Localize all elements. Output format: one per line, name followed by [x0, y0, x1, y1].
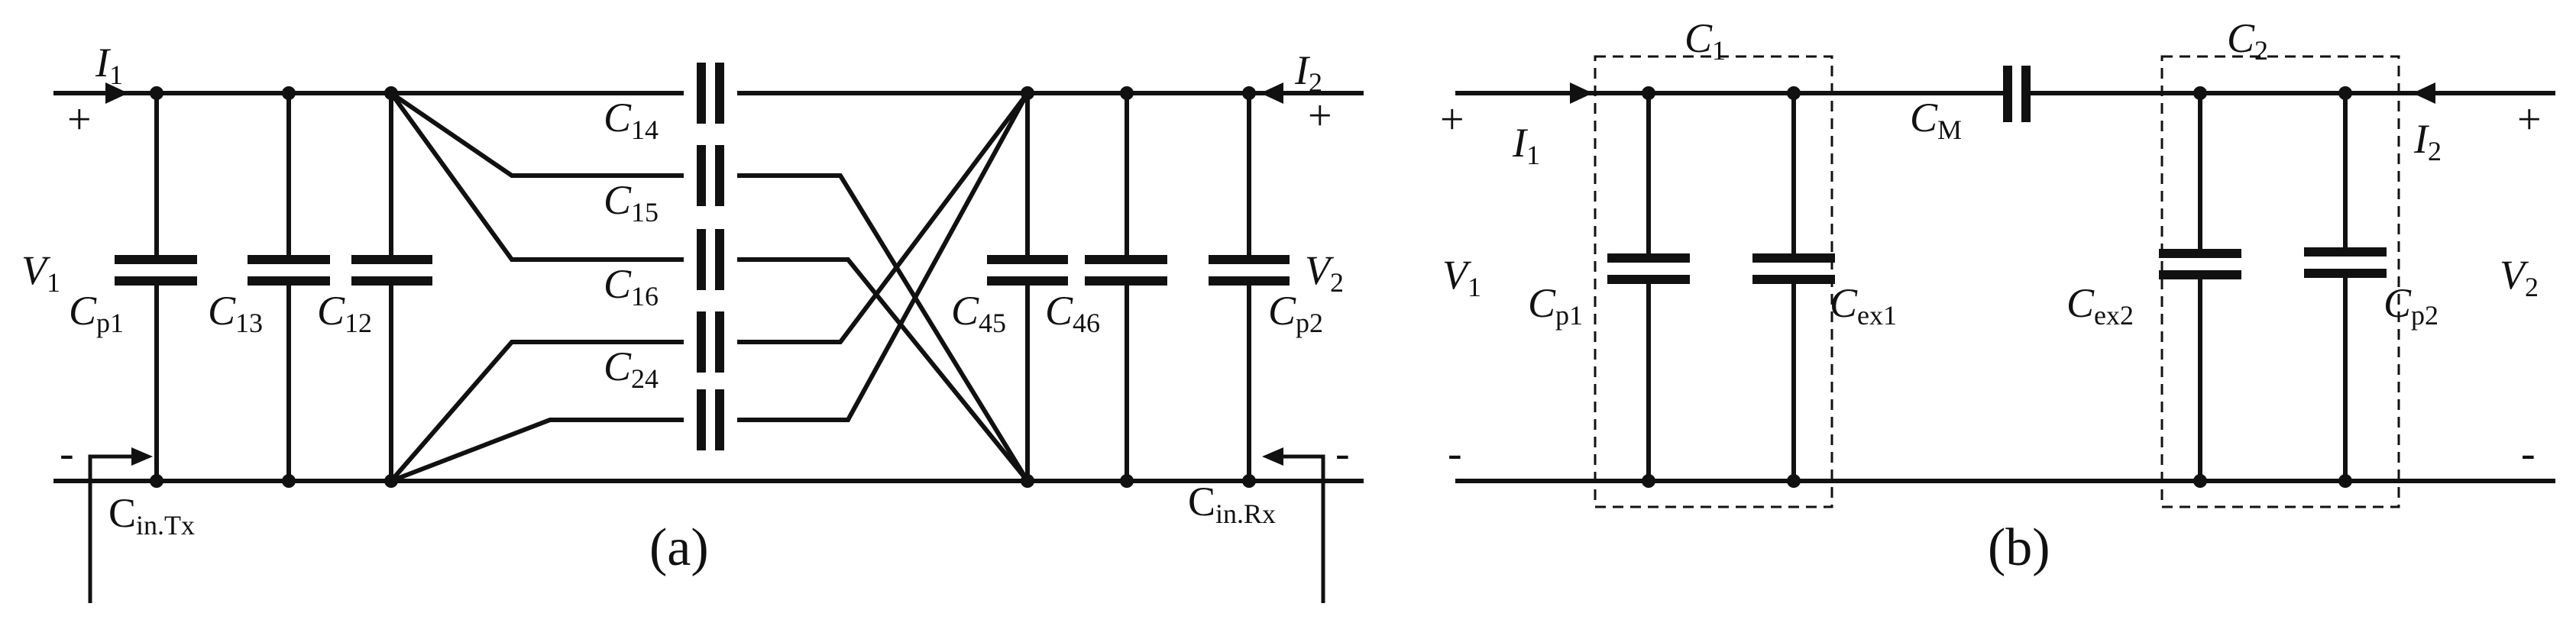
a-junction-dot [1120, 86, 1134, 100]
b-junction-dot [1642, 86, 1655, 100]
a-label-cinrx: Cin.Rx [1188, 479, 1276, 529]
a-label-c16: C16 [604, 261, 659, 311]
a-c24-wire-right [737, 92, 1030, 344]
a-label-cp2: Cp2 [1268, 288, 1323, 338]
b-minus-left: - [1448, 430, 1462, 477]
a-c15-wire-right [737, 173, 1030, 482]
b-label-cm: CM [1910, 95, 1962, 145]
b-junction-dot [1787, 474, 1801, 488]
a-label-c45: C45 [951, 288, 1006, 338]
b-label-cp1: Cp1 [1528, 280, 1583, 331]
a-junction-dot [1120, 474, 1134, 488]
a-label-cintx: Cin.Tx [108, 490, 195, 540]
a-label-c24: C24 [604, 344, 659, 394]
a-minus-right: - [1335, 430, 1350, 477]
a-label-i2: I2 [1294, 47, 1322, 98]
b-label-cex2: Cex2 [2066, 280, 2134, 331]
a-plus-right: + [1308, 92, 1332, 140]
b-c2-group-box [2160, 55, 2400, 508]
a-label-cp1: Cp1 [69, 288, 124, 338]
a-c16-wire-left [389, 92, 684, 262]
b-label-v2: V2 [2500, 252, 2539, 302]
a-label-i1: I1 [95, 40, 123, 90]
b-caption: (b) [1988, 518, 2050, 577]
b-label-i2: I2 [2413, 116, 2442, 166]
b-junction-dot [2338, 86, 2352, 100]
panel-b: C1 C2 CM + + - - I1 I2 V1 V2 Cp1 Cex1 Ce… [1440, 15, 2555, 577]
b-junction-dot [1787, 86, 1801, 100]
a-c5-wire-left [390, 418, 684, 483]
a-label-v1: V1 [21, 247, 60, 298]
a-plus-left: + [67, 96, 92, 144]
b-label-i1: I1 [1512, 120, 1540, 170]
b-i2-arrow-icon [2413, 82, 2435, 104]
panel-a: I1 I2 + + - - V1 V2 Cp1 C13 C12 C14 C15 … [21, 40, 1364, 603]
a-cintx-arrow-icon [131, 447, 153, 466]
a-label-v2: V2 [1305, 247, 1344, 298]
a-junction-dot [150, 474, 163, 488]
a-cintx-arrow-line [88, 454, 138, 603]
b-i1-arrow-icon [1570, 82, 1593, 104]
b-label-c1: C1 [1684, 15, 1726, 66]
a-label-c13: C13 [208, 288, 263, 338]
b-label-cp2: Cp2 [2383, 280, 2438, 331]
a-junction-dot [1242, 474, 1256, 488]
a-cinrx-arrow-line [1277, 454, 1325, 603]
a-junction-dot [150, 86, 163, 100]
b-junction-dot [2193, 474, 2207, 488]
a-junction-dot [282, 86, 296, 100]
a-c15-wire-left [390, 91, 684, 178]
a-cinrx-arrow-icon [1262, 447, 1283, 466]
a-label-c14: C14 [604, 95, 659, 145]
a-junction-dot [384, 86, 398, 100]
a-junction-dot [384, 474, 398, 488]
a-i2-arrow-icon [1260, 82, 1283, 104]
a-minus-left: - [60, 430, 74, 477]
b-plus-right: + [2517, 96, 2542, 144]
a-caption: (a) [649, 518, 709, 577]
b-minus-right: - [2521, 430, 2536, 477]
a-label-c46: C46 [1045, 288, 1100, 338]
b-label-cex1: Cex1 [1830, 280, 1897, 331]
a-junction-dot [1242, 86, 1256, 100]
a-c5-wire-right [737, 92, 1030, 422]
a-label-c12: C12 [317, 288, 372, 338]
a-junction-dot [1021, 86, 1034, 100]
a-junction-dot [1021, 474, 1034, 488]
a-junction-dot [282, 474, 296, 488]
a-label-c15: C15 [604, 177, 659, 227]
b-junction-dot [2338, 474, 2352, 488]
b-label-v1: V1 [1442, 252, 1481, 302]
b-junction-dot [1642, 474, 1655, 488]
b-plus-left: + [1440, 96, 1464, 144]
a-c16-wire-right [737, 257, 1030, 482]
a-i1-arrow-icon [105, 82, 128, 104]
b-label-c2: C2 [2227, 15, 2268, 66]
b-junction-dot [2193, 86, 2207, 100]
a-c24-wire-left [389, 340, 684, 482]
